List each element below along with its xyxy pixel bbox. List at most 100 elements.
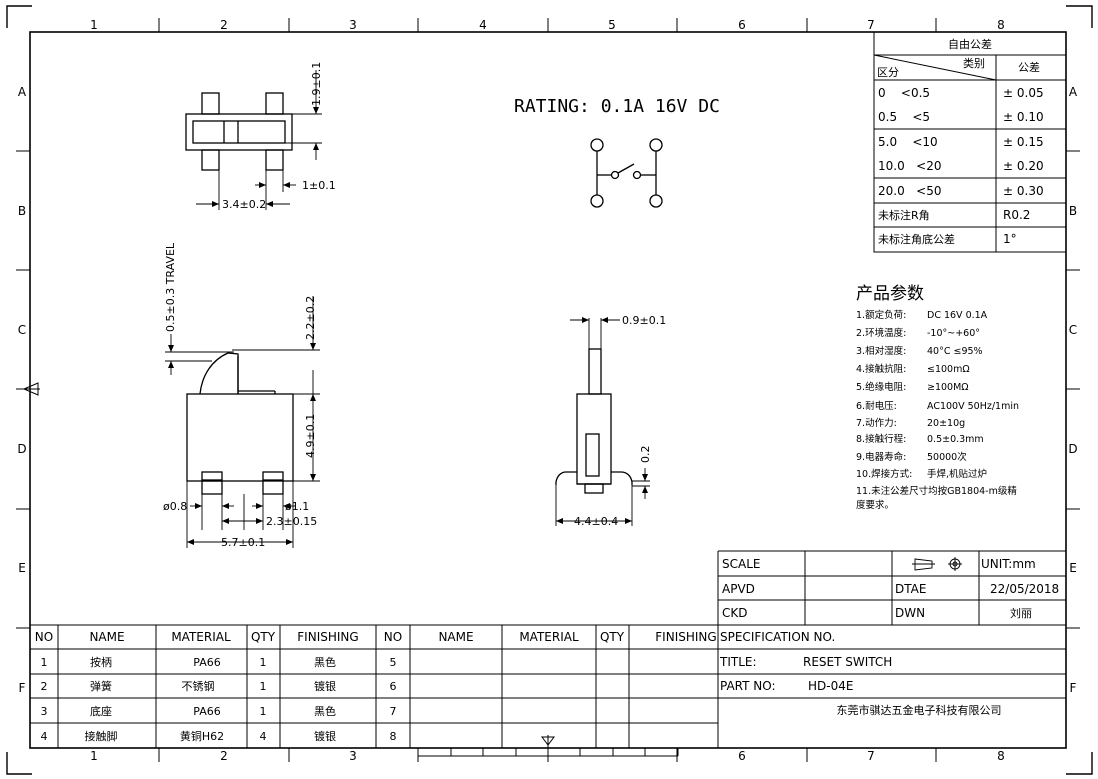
row-label: B <box>1069 204 1077 218</box>
projection-symbol-icon <box>912 557 962 571</box>
bom-cell: 底座 <box>90 704 112 718</box>
bom-cell: 按柄 <box>90 655 112 669</box>
bom-cell: 黑色 <box>314 655 336 669</box>
bom-cell: 1 <box>260 705 267 718</box>
param-label: 6.耐电压: <box>856 400 897 412</box>
bom-cell: 6 <box>390 680 397 693</box>
bom-header: NAME <box>438 630 473 644</box>
tolerance-col-tol: 公差 <box>1018 60 1040 74</box>
tol-range: 10.0 <20 <box>878 159 942 173</box>
zone-column-labels-bottom: 1 2 3 6 7 8 <box>90 749 1005 763</box>
tol-range: 5.0 <10 <box>878 135 938 149</box>
body-height-dim: 4.9±0.1 <box>304 414 317 458</box>
side-view-drawing <box>165 296 320 548</box>
col-label: 7 <box>867 18 875 32</box>
bom-table: NO NAME MATERIAL QTY FINISHING NO NAME M… <box>30 624 719 748</box>
row-label: D <box>17 442 26 456</box>
zone-column-labels-top: 1 2 3 4 5 6 7 8 <box>90 18 1005 32</box>
bom-cell: PA66 <box>193 705 220 718</box>
tol-range: 未标注R角 <box>878 208 930 222</box>
col-label: 3 <box>349 18 357 32</box>
bom-cell: 1 <box>260 656 267 669</box>
bom-header: NAME <box>89 630 124 644</box>
sheet-frame <box>6 5 1093 775</box>
top-view-height-dim: 1.9±0.1 <box>310 62 323 106</box>
row-label: E <box>18 561 26 575</box>
bom-cell: 镀银 <box>314 729 336 743</box>
param-value: AC100V 50Hz/1min <box>927 401 1019 412</box>
param-label: 7.动作力: <box>856 417 897 429</box>
bom-cell: 5 <box>390 656 397 669</box>
param-value: ≥100MΩ <box>927 382 969 393</box>
param-label: 8.接触行程: <box>856 433 906 445</box>
tol-range: 20.0 <50 <box>878 184 942 198</box>
col-label: 8 <box>997 749 1005 763</box>
col-label: 1 <box>90 749 98 763</box>
param-label: 9.电器寿命: <box>856 451 906 463</box>
tolerance-table: 自由公差 类别 区分 公差 0 <0.5 ± 0.05 0.5 <5 ± 0.1… <box>873 31 1067 253</box>
bom-cell: PA66 <box>193 656 220 669</box>
pin-pitch-dim: 2.3±0.15 <box>266 515 317 528</box>
bom-header: QTY <box>600 630 625 644</box>
row-label: C <box>1069 323 1077 337</box>
param-value: 50000次 <box>927 451 967 463</box>
end-lead-dim: 0.2 <box>639 446 652 464</box>
title-value: RESET SWITCH <box>803 655 892 669</box>
col-label: 7 <box>867 749 875 763</box>
product-parameters: 产品参数 1.额定负荷: DC 16V 0.1A 2.环境温度: -10°~+6… <box>856 284 1019 511</box>
row-label: F <box>19 681 26 695</box>
bom-header: MATERIAL <box>171 630 231 644</box>
end-actuator-dim: 0.9±0.1 <box>622 314 666 327</box>
col-label: 8 <box>997 18 1005 32</box>
param-value: DC 16V 0.1A <box>927 310 988 321</box>
bom-cell: 1 <box>260 680 267 693</box>
param-value: -10°~+60° <box>927 328 980 339</box>
title-label: TITLE: <box>719 655 757 669</box>
param-value: 手焊,机贴过炉 <box>927 468 987 480</box>
row-label: E <box>1069 561 1077 575</box>
top-view-pin-dim: 1±0.1 <box>302 179 336 192</box>
tolerance-col-zone: 区分 <box>877 66 899 79</box>
tol-value: ± 0.10 <box>1003 110 1044 124</box>
date-label: DTAE <box>895 582 926 596</box>
col-label: 3 <box>349 749 357 763</box>
dwn-label: DWN <box>895 606 925 620</box>
top-view-width-dim: 3.4±0.2 <box>222 198 266 211</box>
param-label: 2.环境温度: <box>856 327 906 339</box>
title-block: SCALE UNIT:mm APVD DTAE 22/05/2018 CKD D… <box>717 550 1066 717</box>
bom-header: FINISHING <box>655 630 716 644</box>
bom-cell: 7 <box>390 705 397 718</box>
tol-value: 1° <box>1003 232 1017 246</box>
param-value: ≤100mΩ <box>927 364 970 375</box>
bom-cell: 黑色 <box>314 704 336 718</box>
tolerance-title: 自由公差 <box>948 37 992 51</box>
date-value: 22/05/2018 <box>990 582 1059 596</box>
rating-text: RATING: 0.1A 16V DC <box>514 96 720 117</box>
apvd-label: APVD <box>722 582 755 596</box>
col-label: 6 <box>738 18 746 32</box>
tol-range: 0.5 <5 <box>878 110 930 124</box>
params-title: 产品参数 <box>856 284 924 304</box>
tol-value: ± 0.15 <box>1003 135 1044 149</box>
unit-label: UNIT:mm <box>981 557 1036 571</box>
row-label: B <box>18 204 26 218</box>
bom-cell: 8 <box>390 730 397 743</box>
bom-header: NO <box>35 630 53 644</box>
bom-cell: 4 <box>260 730 267 743</box>
bom-cell: 4 <box>41 730 48 743</box>
spec-label: SPECIFICATION NO. <box>720 630 835 644</box>
param-label: 5.绝缘电阻: <box>856 381 906 393</box>
scale-label: SCALE <box>722 557 760 571</box>
bom-cell: 黄铜H62 <box>180 729 224 743</box>
bom-cell: 3 <box>41 705 48 718</box>
tol-value: ± 0.30 <box>1003 184 1044 198</box>
bom-header: QTY <box>251 630 276 644</box>
hole-dia-dim: ø0.8 <box>163 500 187 513</box>
param-label: 11.未注公差尺寸均按GB1804-m级精 <box>856 485 1017 497</box>
row-label: A <box>1069 85 1078 99</box>
bom-header: MATERIAL <box>519 630 579 644</box>
col-label: 2 <box>220 749 228 763</box>
col-label: 1 <box>90 18 98 32</box>
param-value: 0.5±0.3mm <box>927 434 984 445</box>
